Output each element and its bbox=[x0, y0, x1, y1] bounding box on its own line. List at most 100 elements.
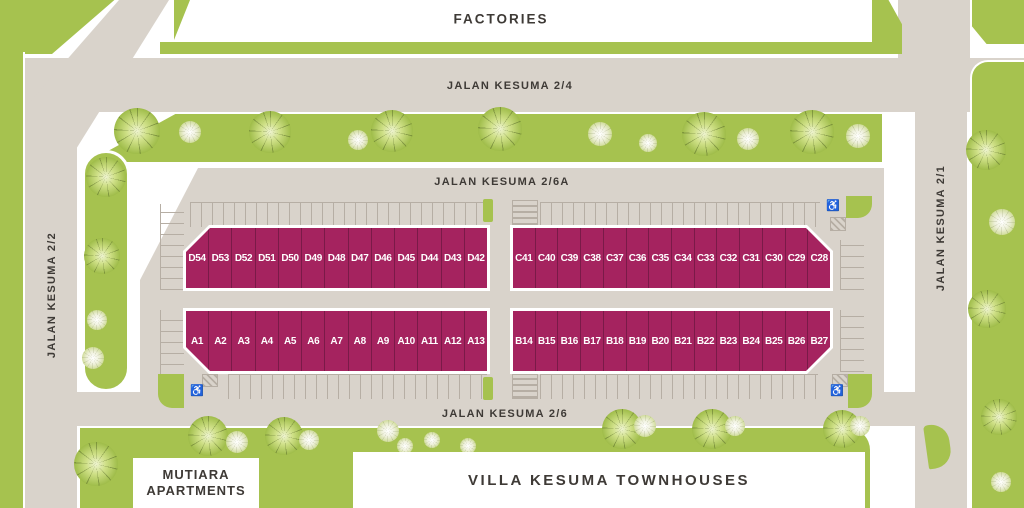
unit-lot-d42[interactable]: D42 bbox=[463, 228, 487, 288]
unit-lot-a5[interactable]: A5 bbox=[278, 311, 301, 371]
unit-lot-d44[interactable]: D44 bbox=[417, 228, 440, 288]
unit-lot-d50[interactable]: D50 bbox=[277, 228, 301, 288]
green-area-top-right-corner bbox=[972, 0, 1024, 44]
unit-lot-b21[interactable]: B21 bbox=[671, 311, 694, 371]
unit-lot-b14[interactable]: B14 bbox=[513, 311, 535, 371]
unit-lot-b24[interactable]: B24 bbox=[739, 311, 762, 371]
road-label-jalan-kesuma-2-6: JALAN KESUMA 2/6 bbox=[441, 408, 569, 420]
unit-label: A2 bbox=[214, 335, 227, 347]
unit-label: D45 bbox=[397, 252, 415, 264]
unit-lot-d46[interactable]: D46 bbox=[370, 228, 394, 288]
unit-lot-a2[interactable]: A2 bbox=[208, 311, 231, 371]
unit-label: C35 bbox=[651, 252, 669, 264]
unit-lot-b19[interactable]: B19 bbox=[626, 311, 649, 371]
unit-lot-a6[interactable]: A6 bbox=[301, 311, 324, 371]
unit-lot-d54[interactable]: D54 bbox=[186, 228, 208, 288]
unit-lot-d52[interactable]: D52 bbox=[231, 228, 254, 288]
unit-lot-a1[interactable]: A1 bbox=[186, 311, 208, 371]
green-strip-left-edge bbox=[0, 52, 25, 508]
unit-lot-c30[interactable]: C30 bbox=[762, 228, 785, 288]
unit-lot-c34[interactable]: C34 bbox=[671, 228, 694, 288]
tree-icon bbox=[226, 431, 248, 453]
unit-label: B20 bbox=[651, 335, 669, 347]
tree-icon bbox=[114, 108, 160, 154]
unit-lot-b18[interactable]: B18 bbox=[603, 311, 626, 371]
unit-label: C34 bbox=[674, 252, 692, 264]
unit-lot-c29[interactable]: C29 bbox=[785, 228, 808, 288]
tree-icon bbox=[989, 209, 1015, 235]
unit-lot-a7[interactable]: A7 bbox=[324, 311, 347, 371]
unit-label: B21 bbox=[674, 335, 692, 347]
unit-lot-c35[interactable]: C35 bbox=[648, 228, 671, 288]
tree-icon bbox=[850, 416, 870, 436]
unit-label: C38 bbox=[583, 252, 601, 264]
unit-lot-c33[interactable]: C33 bbox=[694, 228, 717, 288]
unit-lot-d53[interactable]: D53 bbox=[208, 228, 231, 288]
ramp-hatch-marking bbox=[202, 374, 218, 387]
unit-lot-b17[interactable]: B17 bbox=[580, 311, 603, 371]
unit-lot-a3[interactable]: A3 bbox=[231, 311, 254, 371]
accessible-parking-icon: ♿ bbox=[826, 200, 840, 212]
unit-label: B24 bbox=[742, 335, 760, 347]
unit-label: A1 bbox=[191, 335, 204, 347]
unit-lot-c31[interactable]: C31 bbox=[739, 228, 762, 288]
unit-lot-d47[interactable]: D47 bbox=[347, 228, 371, 288]
unit-label: D46 bbox=[374, 252, 392, 264]
unit-lot-c40[interactable]: C40 bbox=[535, 228, 558, 288]
unit-lot-a11[interactable]: A11 bbox=[417, 311, 440, 371]
unit-lot-c39[interactable]: C39 bbox=[557, 228, 580, 288]
tree-icon bbox=[179, 121, 201, 143]
tree-icon bbox=[74, 442, 118, 486]
unit-label: B15 bbox=[537, 335, 556, 347]
parking-stalls bbox=[228, 374, 487, 399]
unit-label: B17 bbox=[583, 335, 601, 347]
unit-lot-c36[interactable]: C36 bbox=[626, 228, 649, 288]
accessible-parking-icon: ♿ bbox=[190, 385, 204, 397]
unit-lot-a12[interactable]: A12 bbox=[441, 311, 464, 371]
unit-lot-a9[interactable]: A9 bbox=[371, 311, 394, 371]
unit-lot-c38[interactable]: C38 bbox=[580, 228, 603, 288]
unit-lot-b22[interactable]: B22 bbox=[694, 311, 717, 371]
unit-label: D44 bbox=[420, 252, 439, 264]
unit-label: A8 bbox=[353, 335, 366, 347]
unit-lot-a4[interactable]: A4 bbox=[255, 311, 278, 371]
crossing-marking bbox=[512, 374, 538, 399]
unit-lot-b26[interactable]: B26 bbox=[785, 311, 808, 371]
unit-lot-b20[interactable]: B20 bbox=[648, 311, 671, 371]
unit-label: A12 bbox=[443, 335, 462, 347]
unit-lot-d48[interactable]: D48 bbox=[324, 228, 347, 288]
green-corner-patch bbox=[846, 196, 872, 218]
unit-lot-c28[interactable]: C28 bbox=[807, 228, 830, 288]
unit-lot-a8[interactable]: A8 bbox=[348, 311, 371, 371]
unit-label: B16 bbox=[560, 335, 579, 347]
tree-icon bbox=[634, 415, 656, 437]
tree-icon bbox=[265, 417, 303, 455]
unit-lot-b25[interactable]: B25 bbox=[762, 311, 785, 371]
unit-lot-d45[interactable]: D45 bbox=[394, 228, 417, 288]
tree-icon bbox=[424, 432, 440, 448]
unit-label: B19 bbox=[628, 335, 647, 347]
unit-lot-b15[interactable]: B15 bbox=[535, 311, 558, 371]
unit-lot-c37[interactable]: C37 bbox=[603, 228, 626, 288]
unit-label: B27 bbox=[810, 335, 828, 347]
unit-label: C31 bbox=[742, 252, 760, 264]
unit-lot-c41[interactable]: C41 bbox=[513, 228, 535, 288]
unit-lot-b23[interactable]: B23 bbox=[716, 311, 739, 371]
unit-label: B26 bbox=[787, 335, 806, 347]
unit-lot-c32[interactable]: C32 bbox=[716, 228, 739, 288]
unit-lot-b16[interactable]: B16 bbox=[557, 311, 580, 371]
unit-lot-a10[interactable]: A10 bbox=[394, 311, 417, 371]
unit-lot-d43[interactable]: D43 bbox=[440, 228, 464, 288]
ramp-hatch-marking bbox=[830, 217, 846, 231]
road-jalan-kesuma-2-2 bbox=[25, 140, 77, 508]
unit-lot-b27[interactable]: B27 bbox=[807, 311, 830, 371]
unit-lot-d51[interactable]: D51 bbox=[254, 228, 278, 288]
road-label-jalan-kesuma-2-6a: JALAN KESUMA 2/6A bbox=[434, 176, 570, 188]
unit-lot-a13[interactable]: A13 bbox=[464, 311, 487, 371]
unit-lot-d49[interactable]: D49 bbox=[301, 228, 324, 288]
